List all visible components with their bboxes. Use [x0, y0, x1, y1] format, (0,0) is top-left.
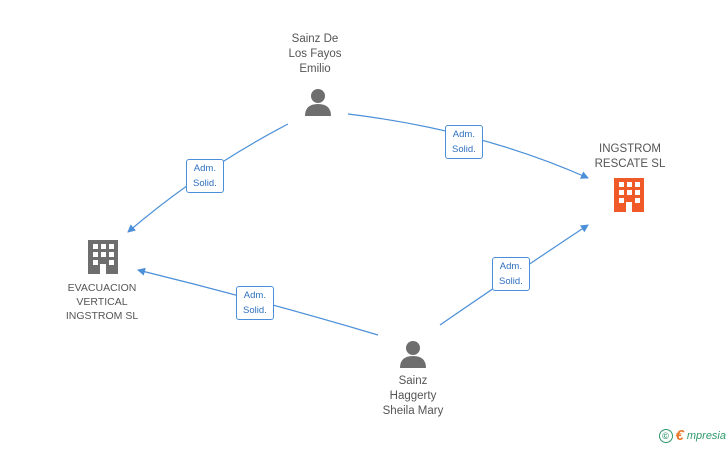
building-icon[interactable] — [88, 240, 118, 274]
edge-label-adm-solid: Adm. Solid. — [186, 159, 224, 193]
brand-footer: © €mpresia — [658, 427, 726, 444]
brand-logo-initial: € — [675, 427, 684, 444]
building-icon[interactable] — [614, 178, 644, 212]
person-icon[interactable] — [400, 341, 426, 368]
node-label-sainz-de-los-fayos[interactable]: Sainz De Los Fayos Emilio — [288, 33, 342, 75]
edge-label-adm-solid: Adm. Solid. — [445, 125, 483, 159]
brand-logo-text: mpresia — [686, 429, 726, 442]
person-icon[interactable] — [305, 89, 331, 116]
node-label-sainz-haggerty[interactable]: Sainz Haggerty Sheila Mary — [382, 375, 444, 417]
copyright-icon: © — [658, 428, 673, 443]
edge-label-adm-solid: Adm. Solid. — [236, 286, 274, 320]
edge-label-adm-solid: Adm. Solid. — [492, 257, 530, 291]
node-label-ingstrom-rescate[interactable]: INGSTROM RESCATE SL — [594, 143, 666, 170]
node-label-evacuacion-vertical[interactable]: EVACUACION VERTICAL INGSTROM SL — [65, 282, 139, 322]
